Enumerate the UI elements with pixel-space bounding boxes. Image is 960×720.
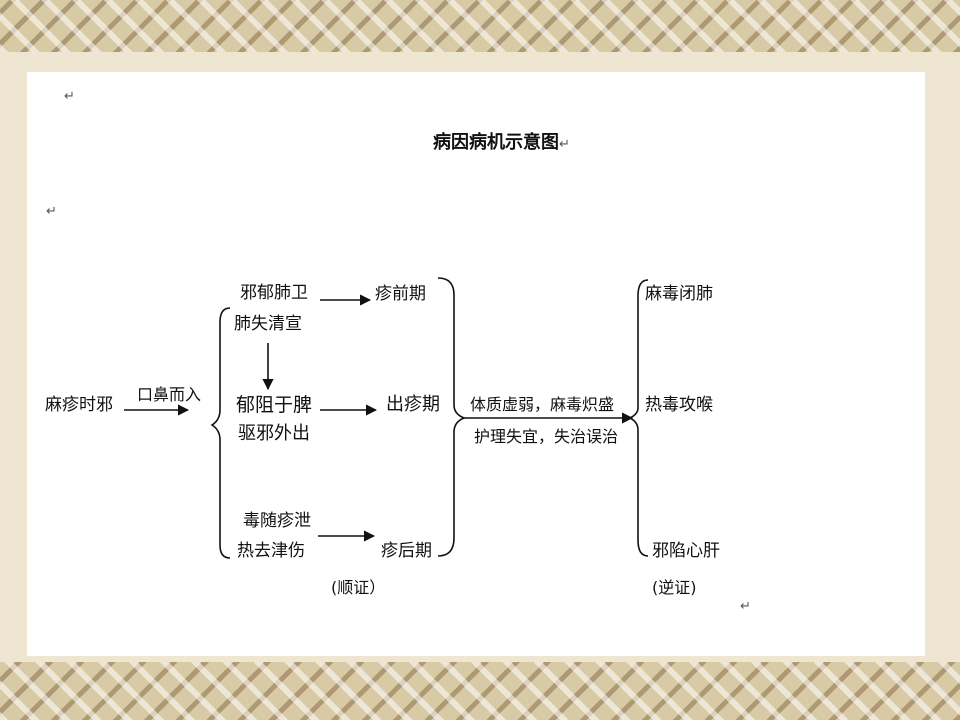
node-result3: 邪陷心肝 (652, 541, 720, 561)
paragraph-return-mark: ↵ (46, 204, 57, 219)
diagram-title-text: 病因病机示意图 (433, 132, 559, 153)
left-brace (210, 307, 231, 559)
node-stage2-line1: 郁阻于脾 (236, 394, 313, 416)
node-period3: 疹后期 (381, 541, 432, 561)
label-favorable: (顺证） (331, 578, 386, 597)
periods-right-brace (437, 277, 467, 557)
node-result1: 麻毒闭肺 (645, 284, 713, 304)
node-period2: 出疹期 (386, 394, 440, 415)
node-cause-line2: 护理失宜，失治误治 (474, 427, 619, 446)
node-stage3-line2: 热去津伤 (237, 541, 305, 561)
diagram-title: 病因病机示意图↵ (433, 128, 570, 154)
document-page (27, 72, 925, 656)
paragraph-return-mark: ↵ (740, 599, 751, 614)
results-left-brace (628, 279, 649, 557)
node-result2: 热毒攻喉 (645, 395, 713, 415)
node-cause-line1: 体质虚弱，麻毒炽盛 (470, 395, 615, 414)
node-route: 口鼻而入 (137, 385, 202, 404)
label-unfavorable: (逆证) (652, 578, 697, 597)
node-stage1-line2: 肺失清宣 (234, 314, 302, 334)
paragraph-return-mark: ↵ (64, 89, 75, 104)
paragraph-return-mark: ↵ (559, 137, 570, 152)
node-period1: 疹前期 (375, 284, 426, 304)
decorative-border-bottom (0, 662, 960, 720)
decorative-border-top (0, 0, 960, 52)
node-stage2-line2: 驱邪外出 (238, 423, 310, 444)
node-stage1-line1: 邪郁肺卫 (240, 283, 308, 303)
node-stage3-line1: 毒随疹泄 (243, 511, 311, 531)
node-source: 麻疹时邪 (45, 395, 113, 415)
